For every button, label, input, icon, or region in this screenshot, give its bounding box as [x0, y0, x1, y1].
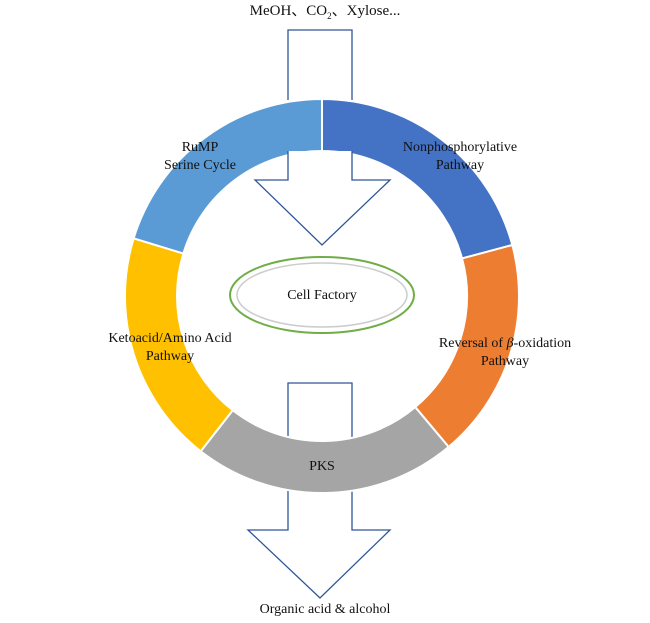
input-arrow-shaft [287, 29, 353, 100]
ring-segment-pks [199, 405, 451, 494]
segment-label-beta-oxidation: Reversal of β-oxidation Pathway [438, 336, 572, 369]
input-arrow-head [253, 151, 392, 246]
center-label: Cell Factory [287, 288, 357, 303]
ring-segment-nonphosphorylative [321, 97, 514, 260]
segment-label-pks: PKS [309, 459, 335, 474]
ring-segment-beta-oxidation [413, 243, 520, 449]
input-label: MeOH、CO2、Xylose... [249, 3, 401, 21]
cell-factory-ellipse [229, 256, 415, 334]
output-label: Organic acid & alcohol [259, 602, 391, 617]
ring-segment-ketoacid [124, 237, 235, 453]
